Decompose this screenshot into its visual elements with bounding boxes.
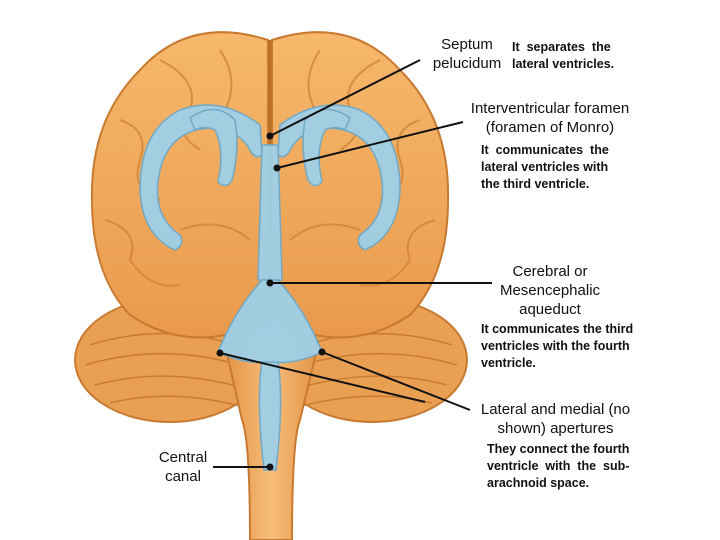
foramen-label-line2: (foramen of Monro) [485,119,615,136]
apertures-label-line1: Lateral and medial (no [480,401,631,418]
apertures-desc-line3: arachnoid space. [487,476,590,490]
foramen-desc-line1: It communicates the [481,143,609,157]
septum-description: It separates the lateral ventricles. [512,39,672,73]
left-ventricle-hook [189,108,238,187]
aqueduct-label-line1: Cerebral or [512,263,588,280]
right-lateral-ventricle [277,104,401,251]
aqueduct-desc-line2: ventricles with the fourth [481,339,630,353]
septum-desc-line1: It separates the [512,40,611,54]
aqueduct-label-line2: Mesencephalic [499,282,601,299]
foramen-desc-line2: lateral ventricles with [481,160,609,174]
aqueduct-desc-line3: ventricle. [481,356,536,370]
central-canal-channel [258,361,282,471]
apertures-label-line2: shown) apertures [497,420,614,437]
leader-foramen [276,121,464,169]
foramen-description: It communicates the lateral ventricles w… [481,142,651,193]
aqueduct-label-line3: aqueduct [519,301,581,318]
central-canal-label-line1: Central [158,449,208,466]
central-canal-label-line2: canal [165,468,201,485]
apertures-desc-line2: ventricle with the sub- [487,459,630,473]
apertures-label: Lateral and medial (no shown) apertures [468,400,643,438]
leader-lines [213,59,492,471]
septum-label-line1: Septum [441,36,493,53]
left-lateral-ventricle [139,104,263,251]
ventricular-system [139,104,401,471]
leader-apertures-a [219,352,426,403]
apertures-desc-line1: They connect the fourth [487,442,630,456]
aqueduct-desc-line1: It communicates the third [481,322,634,336]
foramen-label: Interventricular foramen (foramen of Mon… [460,99,640,137]
septum-desc-line2: lateral ventricles. [512,57,615,71]
foramen-label-line1: Interventricular foramen [470,100,630,117]
septum-label: Septum pelucidum [424,35,510,73]
aqueduct-label: Cerebral or Mesencephalic aqueduct [490,262,610,319]
foramen-desc-line3: the third ventricle. [481,177,590,191]
central-canal-label: Central canal [150,448,216,486]
septum-label-line2: pelucidum [432,55,502,72]
leader-septum [269,59,421,137]
third-ventricle [257,144,283,281]
leader-apertures-b [321,351,471,411]
apertures-description: They connect the fourth ventricle with t… [487,441,667,492]
aqueduct-description: It communicates the third ventricles wit… [481,321,661,372]
